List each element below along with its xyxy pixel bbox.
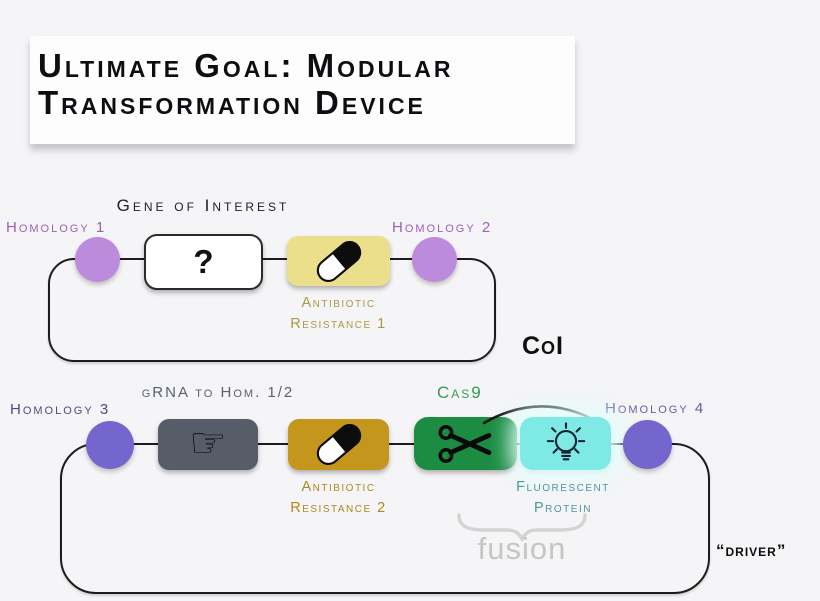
antibiotic-resistance-2-line1: Antibiotic — [301, 479, 376, 495]
fusion-brace — [457, 513, 587, 542]
light-bulb-icon — [543, 421, 589, 466]
antibiotic-resistance-2-label: Antibiotic Resistance 2 — [266, 477, 411, 519]
unknown-gene-box: ? — [144, 234, 263, 290]
antibiotic-resistance-1-line2: Resistance 1 — [290, 316, 387, 332]
homology-1-label: Homology 1 — [6, 219, 107, 236]
antibiotic-resistance-1-label: Antibiotic Resistance 1 — [267, 293, 410, 335]
title-line-2: Transformation Device — [38, 84, 426, 121]
grna-cassette-box: ☞ — [158, 419, 258, 470]
scissors-icon — [435, 423, 497, 465]
fluorescent-protein-line2: Protein — [534, 500, 592, 516]
homology-2-node — [412, 237, 457, 282]
antibiotic-resistance-2-box — [288, 419, 389, 470]
question-mark: ? — [193, 243, 214, 280]
grna-label: gRNA to Hom. 1/2 — [141, 384, 295, 401]
antibiotic-resistance-1-line1: Antibiotic — [301, 295, 376, 311]
homology-3-node — [86, 421, 134, 469]
pill-capsule-icon — [311, 418, 367, 471]
fluorescent-protein-label: Fluorescent Protein — [502, 477, 624, 519]
antibiotic-resistance-1-box — [287, 236, 390, 286]
homology-4-node — [623, 420, 672, 469]
fusion-arc — [482, 405, 598, 425]
plasmid-driver-name: “driver” — [716, 541, 787, 560]
cas9-box — [414, 417, 517, 470]
pointing-hand-icon: ☞ — [189, 418, 227, 466]
cas9-label: Cas9 — [437, 383, 483, 402]
title-line-1: Ultimate Goal: Modular — [38, 47, 454, 84]
antibiotic-resistance-2-line2: Resistance 2 — [290, 500, 387, 516]
pill-capsule-icon — [311, 235, 367, 288]
homology-1-node — [75, 237, 120, 282]
homology-2-label: Homology 2 — [392, 219, 493, 236]
fluorescent-protein-line1: Fluorescent — [516, 479, 610, 495]
title-box — [30, 36, 575, 144]
gene-of-interest-label: Gene of Interest — [116, 196, 290, 215]
fluorescent-protein-box — [520, 417, 611, 470]
homology-3-label: Homology 3 — [10, 401, 111, 418]
plasmid-coi-name: CoI — [522, 332, 565, 360]
page-title: Ultimate Goal: Modular Transformation De… — [38, 47, 558, 121]
plasmid-coi-loop — [48, 258, 496, 362]
fusion-label: fusion — [477, 531, 567, 566]
homology-4-label: Homology 4 — [605, 400, 706, 417]
